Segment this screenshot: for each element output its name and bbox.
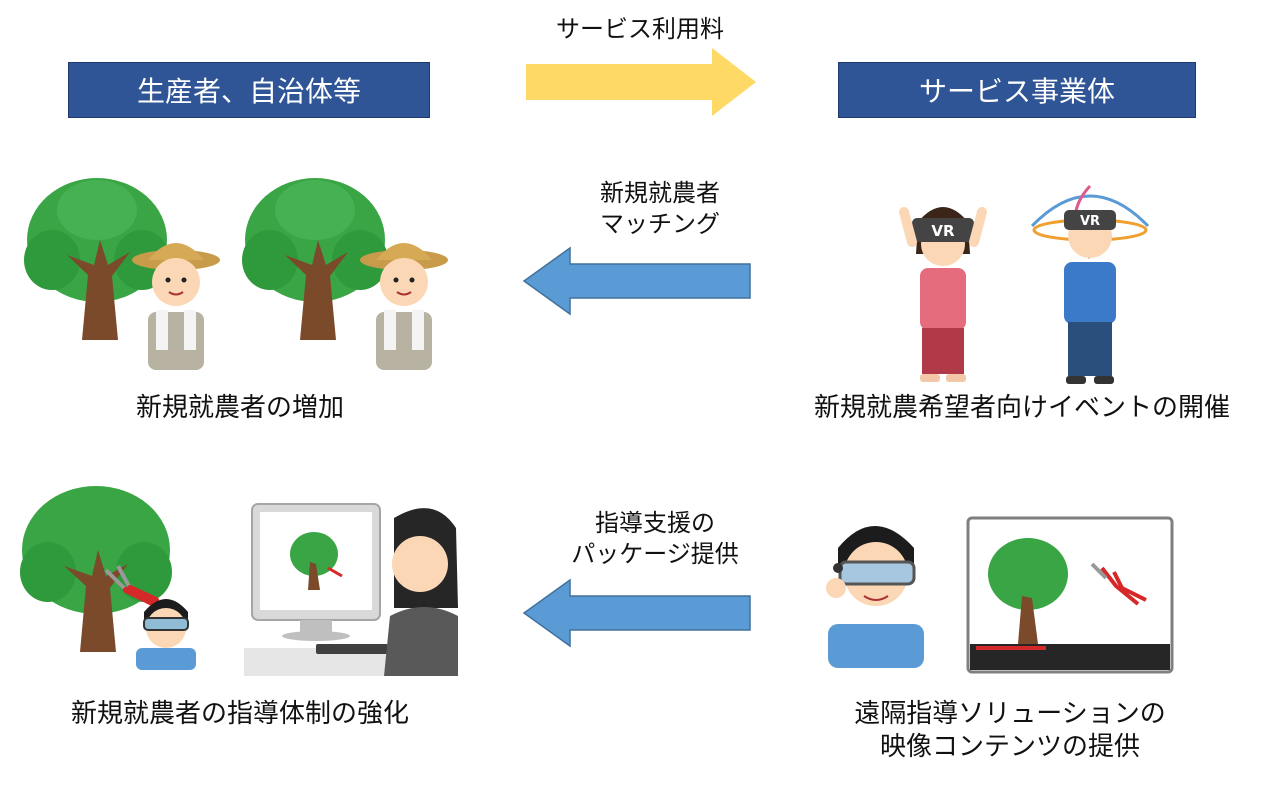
video-content-caption: 遠隔指導ソリューションの 映像コンテンツの提供 xyxy=(790,698,1230,765)
matching-label-line-1: 新規就農者 xyxy=(600,179,720,207)
matching-arrow xyxy=(522,246,751,316)
guidance-package-label: 指導支援の パッケージ提供 xyxy=(530,508,780,570)
farmer-icon xyxy=(132,243,220,370)
service-provider-box-label: サービス事業体 xyxy=(918,75,1115,108)
new-farmers-increase-caption: 新規就農者の増加 xyxy=(135,393,344,423)
producer-box: 生産者、自治体等 xyxy=(68,62,430,118)
guidance-package-label-line-2: パッケージ提供 xyxy=(571,540,739,569)
matching-label: 新規就農者 マッチング xyxy=(540,178,780,240)
guidance-system-caption: 新規就農者の指導体制の強化 xyxy=(70,699,409,729)
video-player-icon xyxy=(966,516,1174,674)
vr-event-caption: 新規就農希望者向けイベントの開催 xyxy=(813,393,1230,423)
person-icon: VR xyxy=(1030,184,1150,384)
pruning-shears-icon xyxy=(104,565,161,609)
vr-headset-icon: VR xyxy=(899,207,987,382)
matching-label-line-2: マッチング xyxy=(600,210,720,239)
service-fee-label: サービス利用料 xyxy=(556,15,724,43)
video-content-caption-line-2: 映像コンテンツの提供 xyxy=(879,732,1140,763)
service-provider-box: サービス事業体 xyxy=(838,62,1196,118)
producer-box-label: 生産者、自治体等 xyxy=(136,75,361,108)
person-icon xyxy=(826,526,924,668)
tree-icon xyxy=(242,178,388,340)
tree-icon xyxy=(24,178,170,340)
svg-text:VR: VR xyxy=(1080,214,1100,229)
farmer-icon xyxy=(360,243,448,370)
video-content-caption-line-1: 遠隔指導ソリューションの xyxy=(854,699,1166,729)
service-fee-arrow xyxy=(526,48,756,116)
computer-icon xyxy=(244,503,458,676)
person-icon xyxy=(136,599,196,670)
guidance-package-arrow xyxy=(522,578,751,648)
vr-text: VR xyxy=(931,222,955,240)
guidance-package-label-line-1: 指導支援の xyxy=(595,509,715,537)
